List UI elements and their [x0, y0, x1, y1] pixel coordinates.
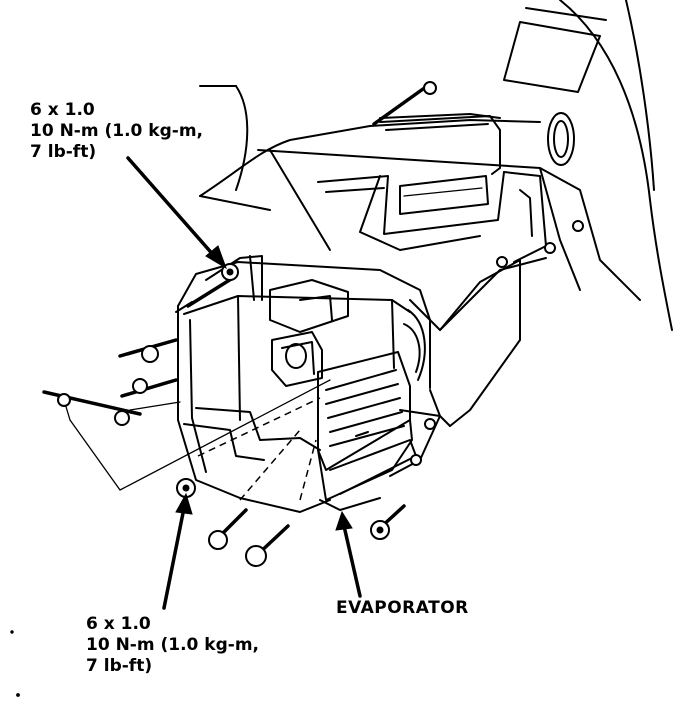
stray-dot — [16, 693, 20, 697]
bottom-fastener-spec: 6 x 1.0 10 N-m (1.0 kg-m, 7 lb-ft) — [86, 614, 259, 677]
lower-frame — [183, 257, 547, 477]
bottom-fastener-torque-line2: 7 lb-ft) — [86, 656, 153, 676]
evaporator-label: EVAPORATOR — [336, 598, 469, 618]
bottom-fastener-size: 6 x 1.0 — [86, 614, 151, 634]
top-fastener-spec: 6 x 1.0 10 N-m (1.0 kg-m, 7 lb-ft) — [30, 100, 203, 163]
blower-housing — [271, 331, 323, 387]
top-fastener-torque-line1: 10 N-m (1.0 kg-m, — [30, 121, 203, 141]
dashboard-outline — [199, 0, 673, 331]
bottom-fastener-torque-line1: 10 N-m (1.0 kg-m, — [86, 635, 259, 655]
left-screws — [42, 338, 178, 426]
upper-bracket — [317, 115, 547, 263]
hidden-lines — [197, 397, 321, 501]
evaporator-housing — [177, 255, 431, 513]
top-fastener-torque-line2: 7 lb-ft) — [30, 142, 97, 162]
label-arrows — [126, 156, 362, 610]
body-grommet — [547, 112, 575, 166]
right-bolts — [410, 220, 584, 466]
evaporator-core — [317, 351, 417, 511]
lower-screws — [176, 478, 406, 567]
top-screw — [372, 81, 501, 126]
stray-dot — [10, 630, 14, 634]
top-fastener-size: 6 x 1.0 — [30, 100, 95, 120]
